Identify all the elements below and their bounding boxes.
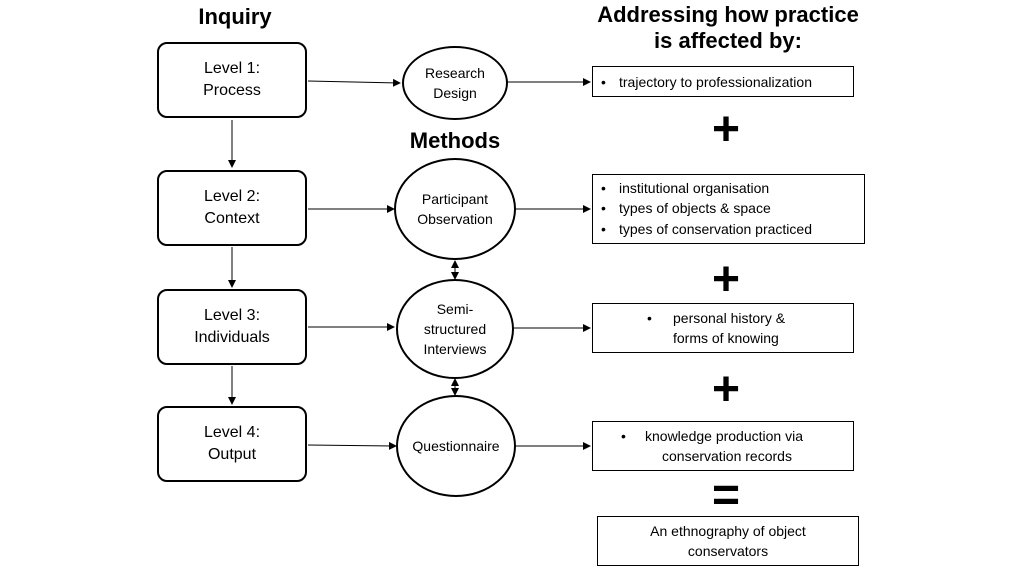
level-3-label: Individuals (194, 329, 270, 346)
level-4-label: Output (207, 446, 257, 463)
plus-operator-1: + (711, 103, 741, 156)
outcome-4-line2: conservation records (662, 448, 792, 465)
method-research-design-line1: Research (425, 64, 485, 81)
level-1-box: Level 1: Process (157, 42, 307, 118)
addressing-heading-line2: is affected by: (654, 28, 802, 54)
equals-operator: = (711, 469, 741, 522)
method-research-design-line2: Design (433, 85, 477, 101)
outcome-1-item: trajectory to professionalization (593, 72, 853, 93)
method-research-design: Research Design (402, 46, 508, 120)
outcome-4-bullet-line-wrap: • knowledge production via (593, 426, 853, 446)
outcome-2-item-1: institutional organisation (593, 178, 864, 199)
level-2-label: Context (204, 210, 260, 227)
outcome-box-4: • knowledge production via conservation … (592, 421, 854, 471)
level-3-box: Level 3: Individuals (157, 289, 307, 365)
outcome-box-2: institutional organisation types of obje… (592, 174, 865, 244)
level-1-label: Process (203, 82, 261, 99)
outcome-box-3: • personal history & forms of knowing (592, 303, 854, 353)
outcome-3-line2: forms of knowing (673, 330, 779, 347)
outcome-2-item-3: types of conservation practiced (593, 219, 864, 240)
level-3-number: Level 3: (203, 307, 261, 325)
inquiry-heading: Inquiry (198, 4, 272, 29)
arrow-level4-to-questionnaire (307, 441, 397, 450)
bullet-icon: • (621, 428, 626, 444)
method-participant-observation-line1: Participant (421, 190, 489, 207)
method-participant-observation: Participant Observation (394, 158, 516, 260)
outcome-3-line1: personal history & (673, 310, 786, 326)
arrow-level1-to-research-design (307, 78, 401, 87)
level-4-box: Level 4: Output (157, 406, 307, 482)
result-box: An ethnography of object conservators (597, 516, 859, 566)
bullet-icon: • (647, 310, 652, 326)
method-questionnaire: Questionnaire (396, 395, 516, 497)
outcome-box-1: trajectory to professionalization (592, 66, 854, 97)
outcome-2-item-2: types of objects & space (593, 198, 864, 219)
method-interviews-line1: Semi- (436, 300, 474, 317)
plus-operator-3: + (711, 363, 741, 416)
method-questionnaire-label: Questionnaire (412, 437, 500, 454)
addressing-heading-line1: Addressing how practice (597, 2, 859, 27)
method-interviews-line2: structured (423, 320, 487, 337)
level-2-number: Level 2: (203, 188, 261, 206)
plus-operator-2: + (711, 253, 741, 306)
result-line1: An ethnography of object (650, 522, 806, 539)
method-participant-observation-line2: Observation (417, 211, 493, 227)
result-line2: conservators (687, 543, 769, 559)
methods-heading: Methods (409, 128, 501, 153)
level-2-box: Level 2: Context (157, 170, 307, 246)
outcome-3-bullet-line-wrap: • personal history & (593, 308, 853, 328)
method-interviews-line3: Interviews (423, 341, 487, 358)
outcome-4-line1: knowledge production via (645, 428, 803, 444)
level-4-number: Level 4: (203, 424, 261, 442)
level-1-number: Level 1: (203, 60, 261, 78)
addressing-heading: Addressing how practice is affected by: (566, 2, 890, 55)
method-semi-structured-interviews: Semi- structured Interviews (396, 279, 514, 379)
